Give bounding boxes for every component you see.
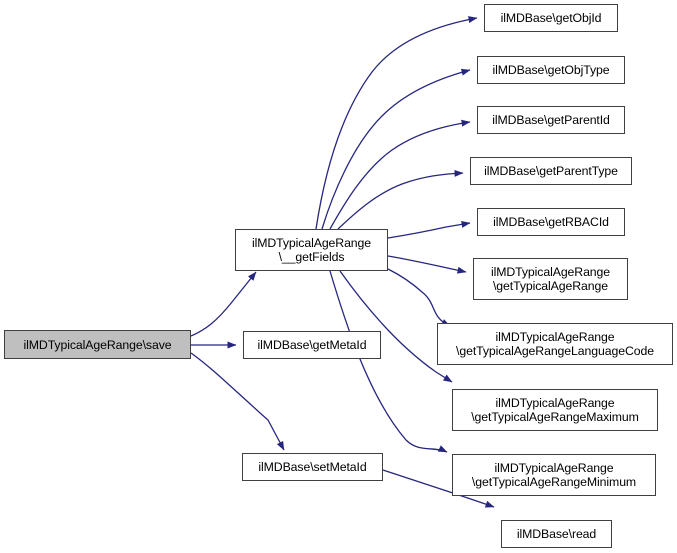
call-edge	[382, 469, 495, 508]
graph-node-getTypicalAgeRangeMinimum[interactable]: ilMDTypicalAgeRange \getTypicalAgeRangeM…	[452, 454, 656, 496]
graph-node-getObjId[interactable]: ilMDBase\getObjId	[484, 4, 618, 32]
call-edge	[387, 268, 451, 327]
call-edge	[190, 352, 285, 451]
graph-node-getFields[interactable]: ilMDTypicalAgeRange \__getFields	[235, 229, 388, 271]
graph-node-save[interactable]: ilMDTypicalAgeRange\save	[4, 330, 191, 359]
graph-node-getObjType[interactable]: ilMDBase\getObjType	[477, 56, 625, 84]
graph-node-label: ilMDTypicalAgeRange \getTypicalAgeRange	[490, 265, 611, 293]
call-edge	[387, 255, 467, 274]
call-edge	[329, 119, 471, 230]
graph-node-label: ilMDTypicalAgeRange \__getFields	[251, 236, 372, 264]
call-edge	[387, 220, 471, 239]
graph-node-setMetaId[interactable]: ilMDBase\setMetaId	[242, 453, 383, 481]
graph-node-label: ilMDBase\getParentId	[492, 113, 610, 127]
graph-node-label: ilMDBase\getParentType	[484, 164, 618, 178]
call-edge	[321, 68, 471, 230]
graph-node-getParentId[interactable]: ilMDBase\getParentId	[477, 106, 625, 134]
call-edge	[190, 271, 257, 337]
graph-node-getRBACId[interactable]: ilMDBase\getRBACId	[477, 208, 625, 236]
graph-node-label: ilMDBase\read	[516, 527, 597, 541]
call-edge	[339, 270, 453, 383]
graph-node-label: ilMDTypicalAgeRange \getTypicalAgeRangeL…	[456, 330, 654, 358]
graph-node-read[interactable]: ilMDBase\read	[501, 520, 612, 548]
graph-node-getParentType[interactable]: ilMDBase\getParentType	[470, 157, 632, 185]
graph-node-getTypicalAgeRangeLanguageCode[interactable]: ilMDTypicalAgeRange \getTypicalAgeRangeL…	[437, 323, 673, 365]
graph-node-label: ilMDBase\getObjType	[492, 63, 610, 77]
graph-node-label: ilMDTypicalAgeRange \getTypicalAgeRangeM…	[471, 461, 637, 489]
call-edge	[315, 16, 478, 230]
graph-node-getTypicalAgeRange[interactable]: ilMDTypicalAgeRange \getTypicalAgeRange	[473, 258, 628, 300]
call-edge	[337, 169, 464, 230]
graph-node-getTypicalAgeRangeMaximum[interactable]: ilMDTypicalAgeRange \getTypicalAgeRangeM…	[452, 389, 658, 431]
call-edge	[329, 270, 448, 453]
graph-node-label: ilMDBase\setMetaId	[258, 460, 367, 474]
graph-node-label: ilMDBase\getRBACId	[493, 215, 609, 229]
graph-node-label: ilMDBase\getObjId	[500, 11, 602, 25]
graph-node-label: ilMDBase\getMetaId	[257, 338, 367, 352]
graph-node-label: ilMDTypicalAgeRange \getTypicalAgeRangeM…	[471, 396, 639, 424]
graph-node-getMetaId[interactable]: ilMDBase\getMetaId	[243, 331, 381, 359]
graph-node-label: ilMDTypicalAgeRange\save	[23, 337, 172, 352]
